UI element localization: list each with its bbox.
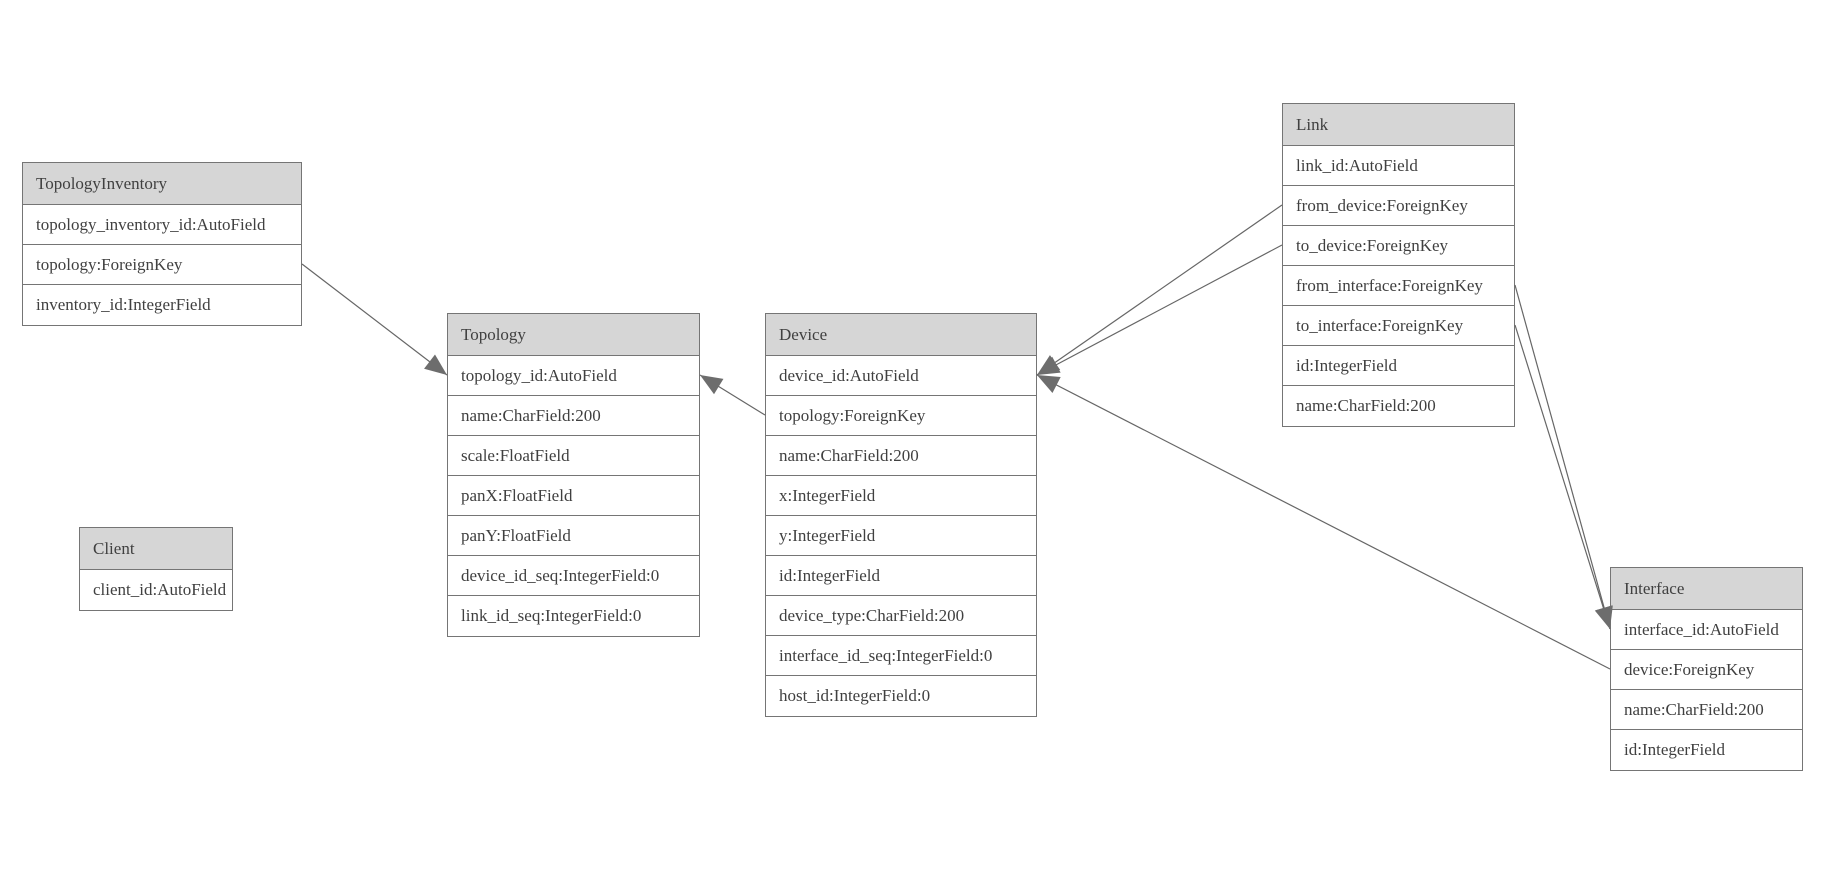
entity-title: Client — [80, 528, 232, 570]
field-row: scale:FloatField — [448, 436, 699, 476]
field-row: host_id:IntegerField:0 — [766, 676, 1036, 716]
field-row: topology:ForeignKey — [23, 245, 301, 285]
relationship-device-topology — [699, 374, 766, 416]
entity-title: Interface — [1611, 568, 1802, 610]
field-row: link_id_seq:IntegerField:0 — [448, 596, 699, 636]
relationship-line — [1514, 324, 1611, 630]
field-row: name:CharField:200 — [448, 396, 699, 436]
field-row: id:IntegerField — [766, 556, 1036, 596]
field-row: to_interface:ForeignKey — [1283, 306, 1514, 346]
field-row: topology:ForeignKey — [766, 396, 1036, 436]
field-row: id:IntegerField — [1611, 730, 1802, 770]
relationship-link-from-device — [1036, 204, 1283, 376]
field-row: y:IntegerField — [766, 516, 1036, 556]
relationship-link-to-device — [1036, 244, 1283, 376]
entity-title: Link — [1283, 104, 1514, 146]
field-row: topology_inventory_id:AutoField — [23, 205, 301, 245]
entity-title: Topology — [448, 314, 699, 356]
field-row: link_id:AutoField — [1283, 146, 1514, 186]
field-row: device:ForeignKey — [1611, 650, 1802, 690]
arrowhead-icon — [424, 354, 447, 375]
arrowhead-icon — [1037, 355, 1061, 375]
field-row: panX:FloatField — [448, 476, 699, 516]
field-row: device_id_seq:IntegerField:0 — [448, 556, 699, 596]
relationship-line — [1514, 284, 1611, 630]
field-row: name:CharField:200 — [1611, 690, 1802, 730]
relationship-topologyinventory-topology — [301, 263, 448, 376]
field-row: name:CharField:200 — [766, 436, 1036, 476]
relationship-line — [1036, 204, 1283, 376]
relationship-line — [699, 374, 766, 416]
entity-title: TopologyInventory — [23, 163, 301, 205]
entity-title: Device — [766, 314, 1036, 356]
relationship-line — [1036, 244, 1283, 376]
relationship-link-from-interface — [1514, 284, 1613, 630]
field-row: from_interface:ForeignKey — [1283, 266, 1514, 306]
arrowhead-icon — [700, 375, 724, 395]
arrowhead-icon — [1037, 356, 1061, 375]
field-row: panY:FloatField — [448, 516, 699, 556]
field-row: from_device:ForeignKey — [1283, 186, 1514, 226]
field-row: topology_id:AutoField — [448, 356, 699, 396]
field-row: interface_id:AutoField — [1611, 610, 1802, 650]
field-row: name:CharField:200 — [1283, 386, 1514, 426]
field-row: device_id:AutoField — [766, 356, 1036, 396]
field-row: client_id:AutoField — [80, 570, 232, 610]
field-row: device_type:CharField:200 — [766, 596, 1036, 636]
relationship-line — [301, 263, 448, 376]
arrowhead-icon — [1037, 375, 1061, 394]
field-row: x:IntegerField — [766, 476, 1036, 516]
relationship-link-to-interface — [1514, 324, 1613, 630]
field-row: id:IntegerField — [1283, 346, 1514, 386]
field-row: interface_id_seq:IntegerField:0 — [766, 636, 1036, 676]
field-row: to_device:ForeignKey — [1283, 226, 1514, 266]
field-row: inventory_id:IntegerField — [23, 285, 301, 325]
